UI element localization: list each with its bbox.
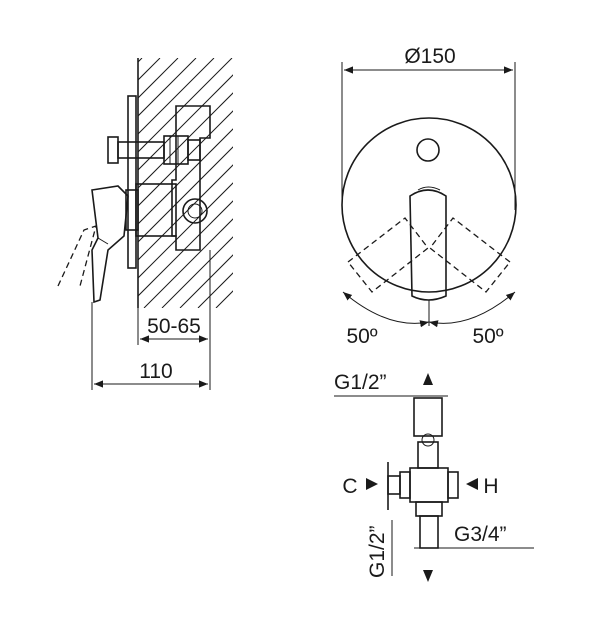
hatch-line (0, 58, 88, 308)
angle-right-label: 50º (472, 325, 503, 348)
lever-rotated-right (429, 217, 511, 293)
hatch-line (138, 110, 233, 207)
cover-plate (127, 95, 137, 269)
hatch-line (215, 290, 233, 308)
hatch-line (143, 218, 233, 308)
hatch-line (324, 58, 574, 308)
dim-total-depth-label: 110 (139, 360, 172, 383)
wall-hatch (0, 58, 600, 308)
outlet-thread-label: G3/4” (454, 523, 507, 546)
hatch-line (342, 58, 592, 308)
lever-rotated-left (347, 217, 429, 293)
angle-arc-right (428, 291, 516, 328)
lever-front (409, 189, 447, 301)
hatch-line (138, 74, 233, 171)
hatch-line (270, 58, 520, 308)
dim-diameter-label: Ø150 (404, 45, 455, 68)
hatch-line (138, 58, 233, 153)
hatch-line (179, 254, 233, 308)
dim-wall-depth-label: 50-65 (147, 315, 201, 338)
mixer-cartridge (125, 183, 208, 237)
bottom-outlet (419, 515, 439, 549)
hatch-line (197, 272, 233, 308)
angle-arc-left (342, 291, 430, 328)
outlet-down-arrow (423, 570, 433, 582)
hatch-line (138, 164, 233, 261)
hatch-line (138, 58, 197, 117)
hatch-line (306, 58, 556, 308)
cover-plate-circle (341, 117, 517, 293)
hatch-line (138, 128, 233, 225)
hatch-line (138, 200, 233, 297)
mixer-body (409, 467, 449, 503)
hatch-line (138, 182, 233, 279)
hatch-line (360, 58, 600, 308)
hot-label: H (483, 475, 498, 498)
hatch-line (138, 92, 233, 189)
dim-diameter: Ø150 (341, 45, 516, 210)
top-outlet (413, 397, 443, 437)
angle-left-label: 50º (346, 325, 377, 348)
diverter-knob (416, 138, 440, 162)
hatch-line (432, 58, 600, 308)
hot-arrow (466, 478, 478, 490)
hatch-line (138, 58, 215, 135)
hatch-line (396, 58, 600, 308)
cold-arrow (366, 478, 378, 490)
front-view: Ø150 50º 50º (341, 45, 517, 348)
bottom-thread-label: G1/2” (366, 525, 389, 578)
connection-view: G1/2” C H G1/2” G3/4” (334, 371, 534, 582)
hatch-line (138, 146, 233, 243)
cold-label: C (342, 475, 357, 498)
lever-alt-position (57, 225, 97, 287)
hatch-line (288, 58, 538, 308)
top-thread-label: G1/2” (334, 371, 387, 394)
hatch-line (161, 236, 233, 308)
diverter-spindle (107, 135, 201, 165)
hatch-line (414, 58, 600, 308)
hatch-line (0, 58, 106, 308)
lever-handle (91, 185, 129, 304)
hatch-line (138, 58, 143, 63)
side-view: 50-65 110 (0, 58, 600, 390)
dim-total-depth: 110 (91, 302, 211, 390)
outlet-up-arrow (423, 373, 433, 385)
concealed-body (171, 105, 211, 251)
dim-wall-depth: 50-65 (137, 250, 211, 345)
hatch-line (138, 58, 179, 99)
hatch-line (252, 58, 502, 308)
